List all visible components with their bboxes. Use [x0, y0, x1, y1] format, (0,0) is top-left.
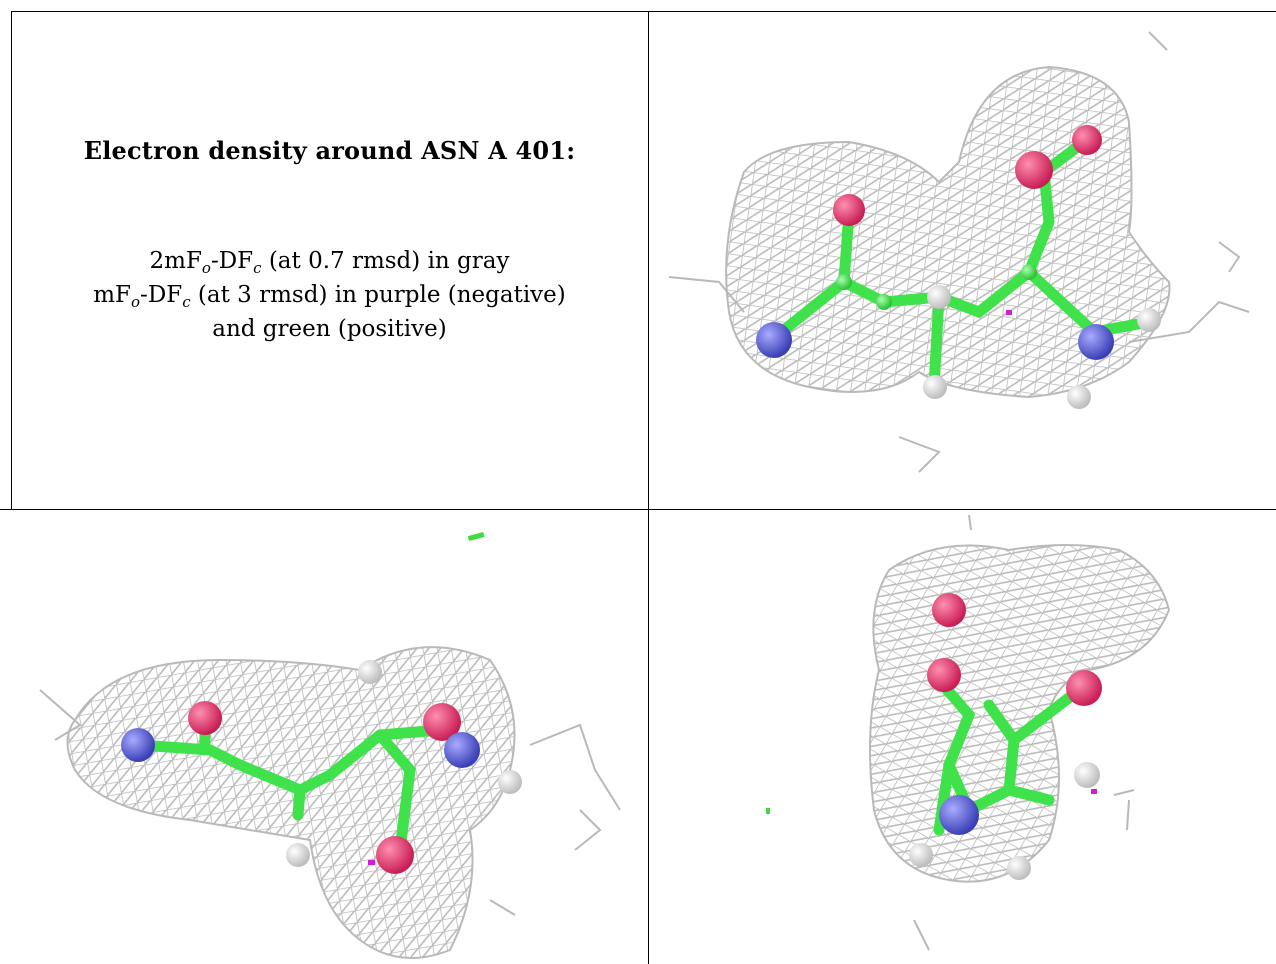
table-top-border — [11, 11, 1276, 12]
legend-text: -DF — [140, 282, 183, 308]
density-render — [766, 514, 1171, 951]
caption-legend: 2mFo-DFc (at 0.7 rmsd) in gray mFo-DFc (… — [11, 244, 648, 346]
caption-title: Electron density around ASN A 401: — [83, 136, 576, 165]
legend-line-mfo: mFo-DFc (at 3 rmsd) in purple (negative) — [11, 278, 648, 312]
legend-text: mF — [93, 282, 132, 308]
table-column-divider — [648, 11, 649, 964]
density-fragments — [39, 689, 621, 916]
density-fragments — [668, 241, 1250, 473]
asn-stick-model — [909, 593, 1102, 880]
legend-line-positive: and green (positive) — [212, 316, 447, 342]
legend-sub: o — [201, 259, 211, 277]
legend-sub: o — [131, 293, 141, 311]
legend-line-2mfo: 2mFo-DFc (at 0.7 rmsd) in gray — [11, 244, 648, 278]
legend-text: -DF — [210, 248, 254, 274]
density-panel-bottom-right — [649, 510, 1276, 964]
positive-density-blob — [467, 531, 485, 541]
density-fragments — [913, 514, 1135, 951]
table-row-divider — [0, 509, 1276, 510]
legend-text: (at 3 rmsd) in purple (negative) — [190, 282, 566, 308]
density-mesh — [725, 65, 1171, 399]
negative-density-blob — [1091, 789, 1097, 794]
legend-sub: c — [253, 259, 262, 277]
negative-density-blob — [368, 860, 375, 865]
positive-density-blob — [766, 808, 770, 814]
density-mesh — [66, 646, 516, 959]
density-render — [668, 31, 1250, 473]
density-render — [39, 531, 621, 959]
caption-cell: Electron density around ASN A 401: 2mFo-… — [11, 12, 648, 509]
density-fragment — [1148, 31, 1168, 51]
asn-stick-model — [756, 125, 1161, 409]
negative-density-blob — [1006, 310, 1012, 315]
density-panel-top-right — [649, 12, 1276, 509]
legend-sub: c — [182, 293, 191, 311]
legend-text: 2mF — [149, 248, 202, 274]
table-left-border — [11, 11, 12, 510]
legend-text: (at 0.7 rmsd) in gray — [261, 248, 510, 274]
density-panel-bottom-left — [0, 510, 648, 964]
asn-stick-model — [121, 660, 522, 874]
density-mesh — [869, 544, 1171, 883]
